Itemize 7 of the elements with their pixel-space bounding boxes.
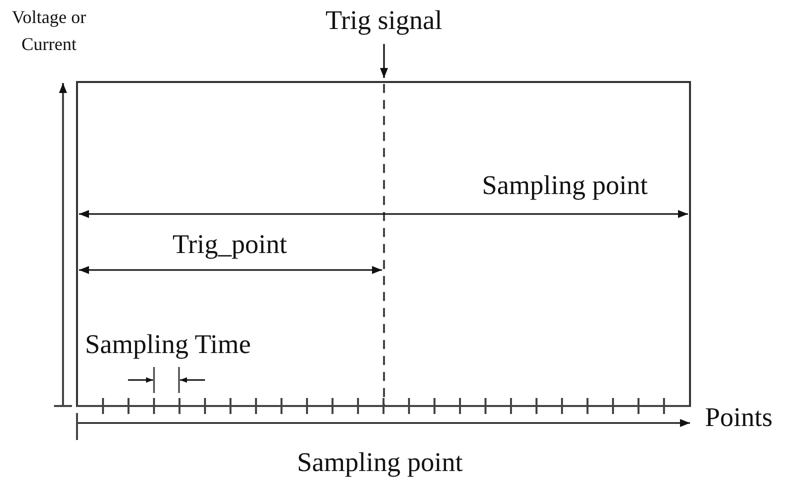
annotation: Trig signal [326,6,442,36]
dimension-label: Sampling point [297,448,463,478]
dimension-label: Sampling point [482,171,648,201]
dimension-label: Trig_point [172,230,288,260]
axis-label: Voltage or Current [10,6,88,56]
dimension-label: Sampling Time [85,330,251,360]
axis-label: Points [705,403,773,433]
